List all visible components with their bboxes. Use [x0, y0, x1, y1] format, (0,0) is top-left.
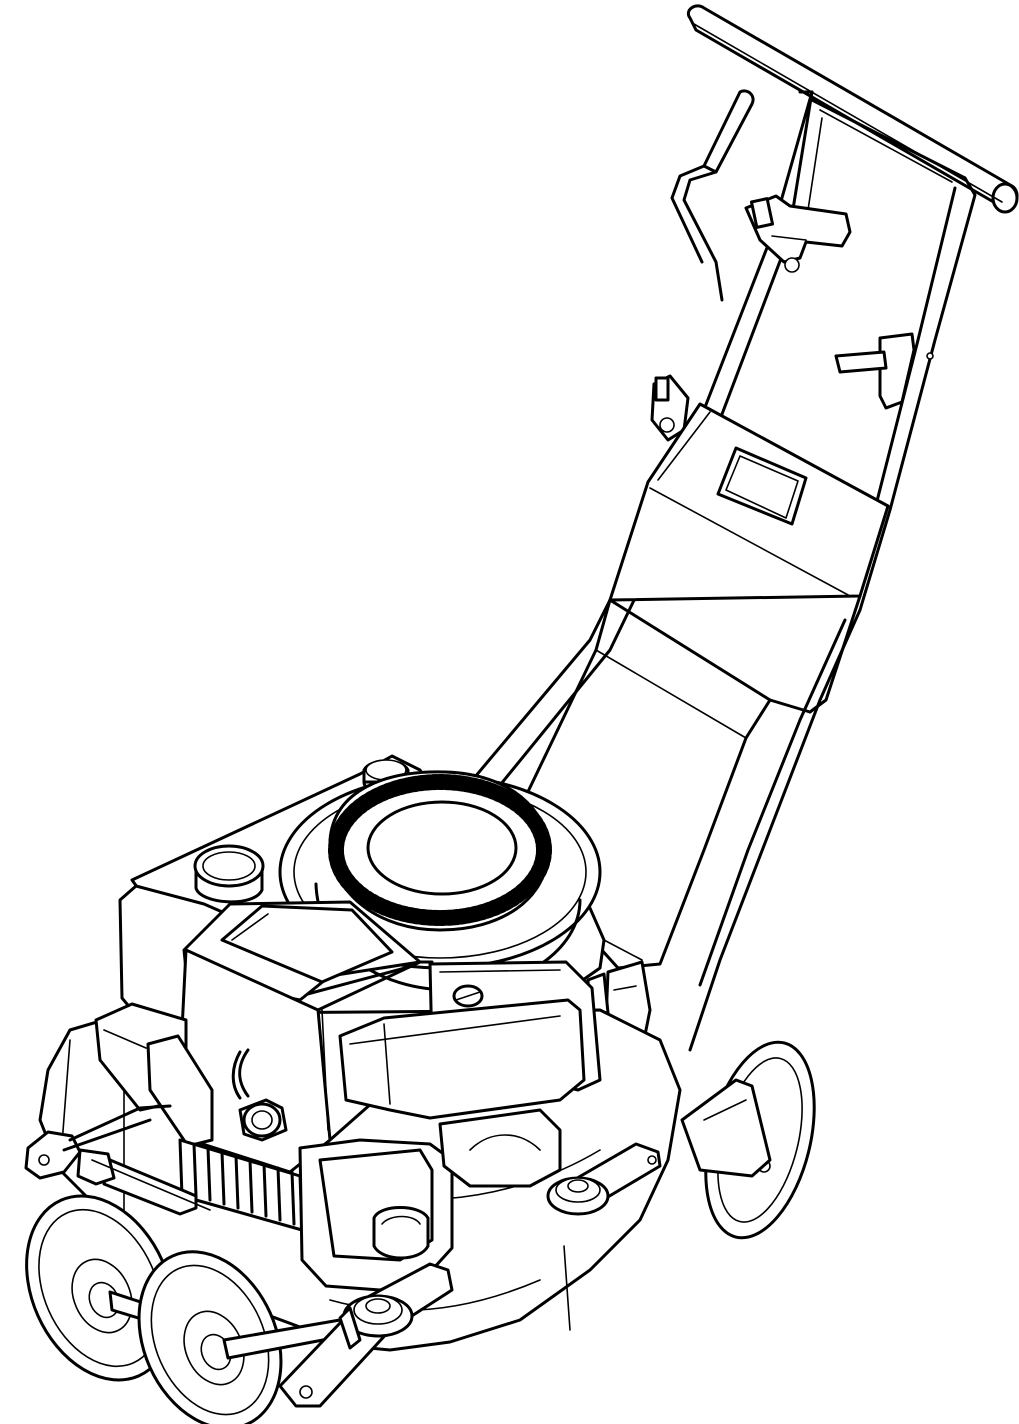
air-filter	[94, 1002, 214, 1148]
front-axle	[76, 1148, 211, 1216]
cooling-fins	[178, 1138, 304, 1232]
spark-plug	[231, 1048, 288, 1142]
handle-frame	[462, 90, 977, 1052]
handle-lever	[834, 332, 934, 410]
pivot-bearing	[338, 1176, 610, 1350]
muffler	[338, 998, 586, 1120]
handle-assembly	[462, 4, 1019, 1080]
front-wheel-left	[25, 1194, 200, 1382]
starter-fins	[328, 774, 552, 926]
handlebar-grip	[687, 4, 1019, 214]
cable-clip	[744, 194, 852, 273]
control-box	[608, 402, 890, 602]
front-wheel-right	[137, 1250, 346, 1424]
fuel-cap	[193, 844, 265, 904]
pivot-bearing-front	[338, 1294, 414, 1350]
control-bail	[670, 89, 755, 302]
rear-wheel	[680, 1040, 816, 1240]
engine	[94, 754, 606, 1292]
handle-lower-panel	[522, 594, 862, 970]
mid-pivot-bracket	[650, 374, 690, 442]
pivot-bearing-rear	[546, 1176, 610, 1216]
